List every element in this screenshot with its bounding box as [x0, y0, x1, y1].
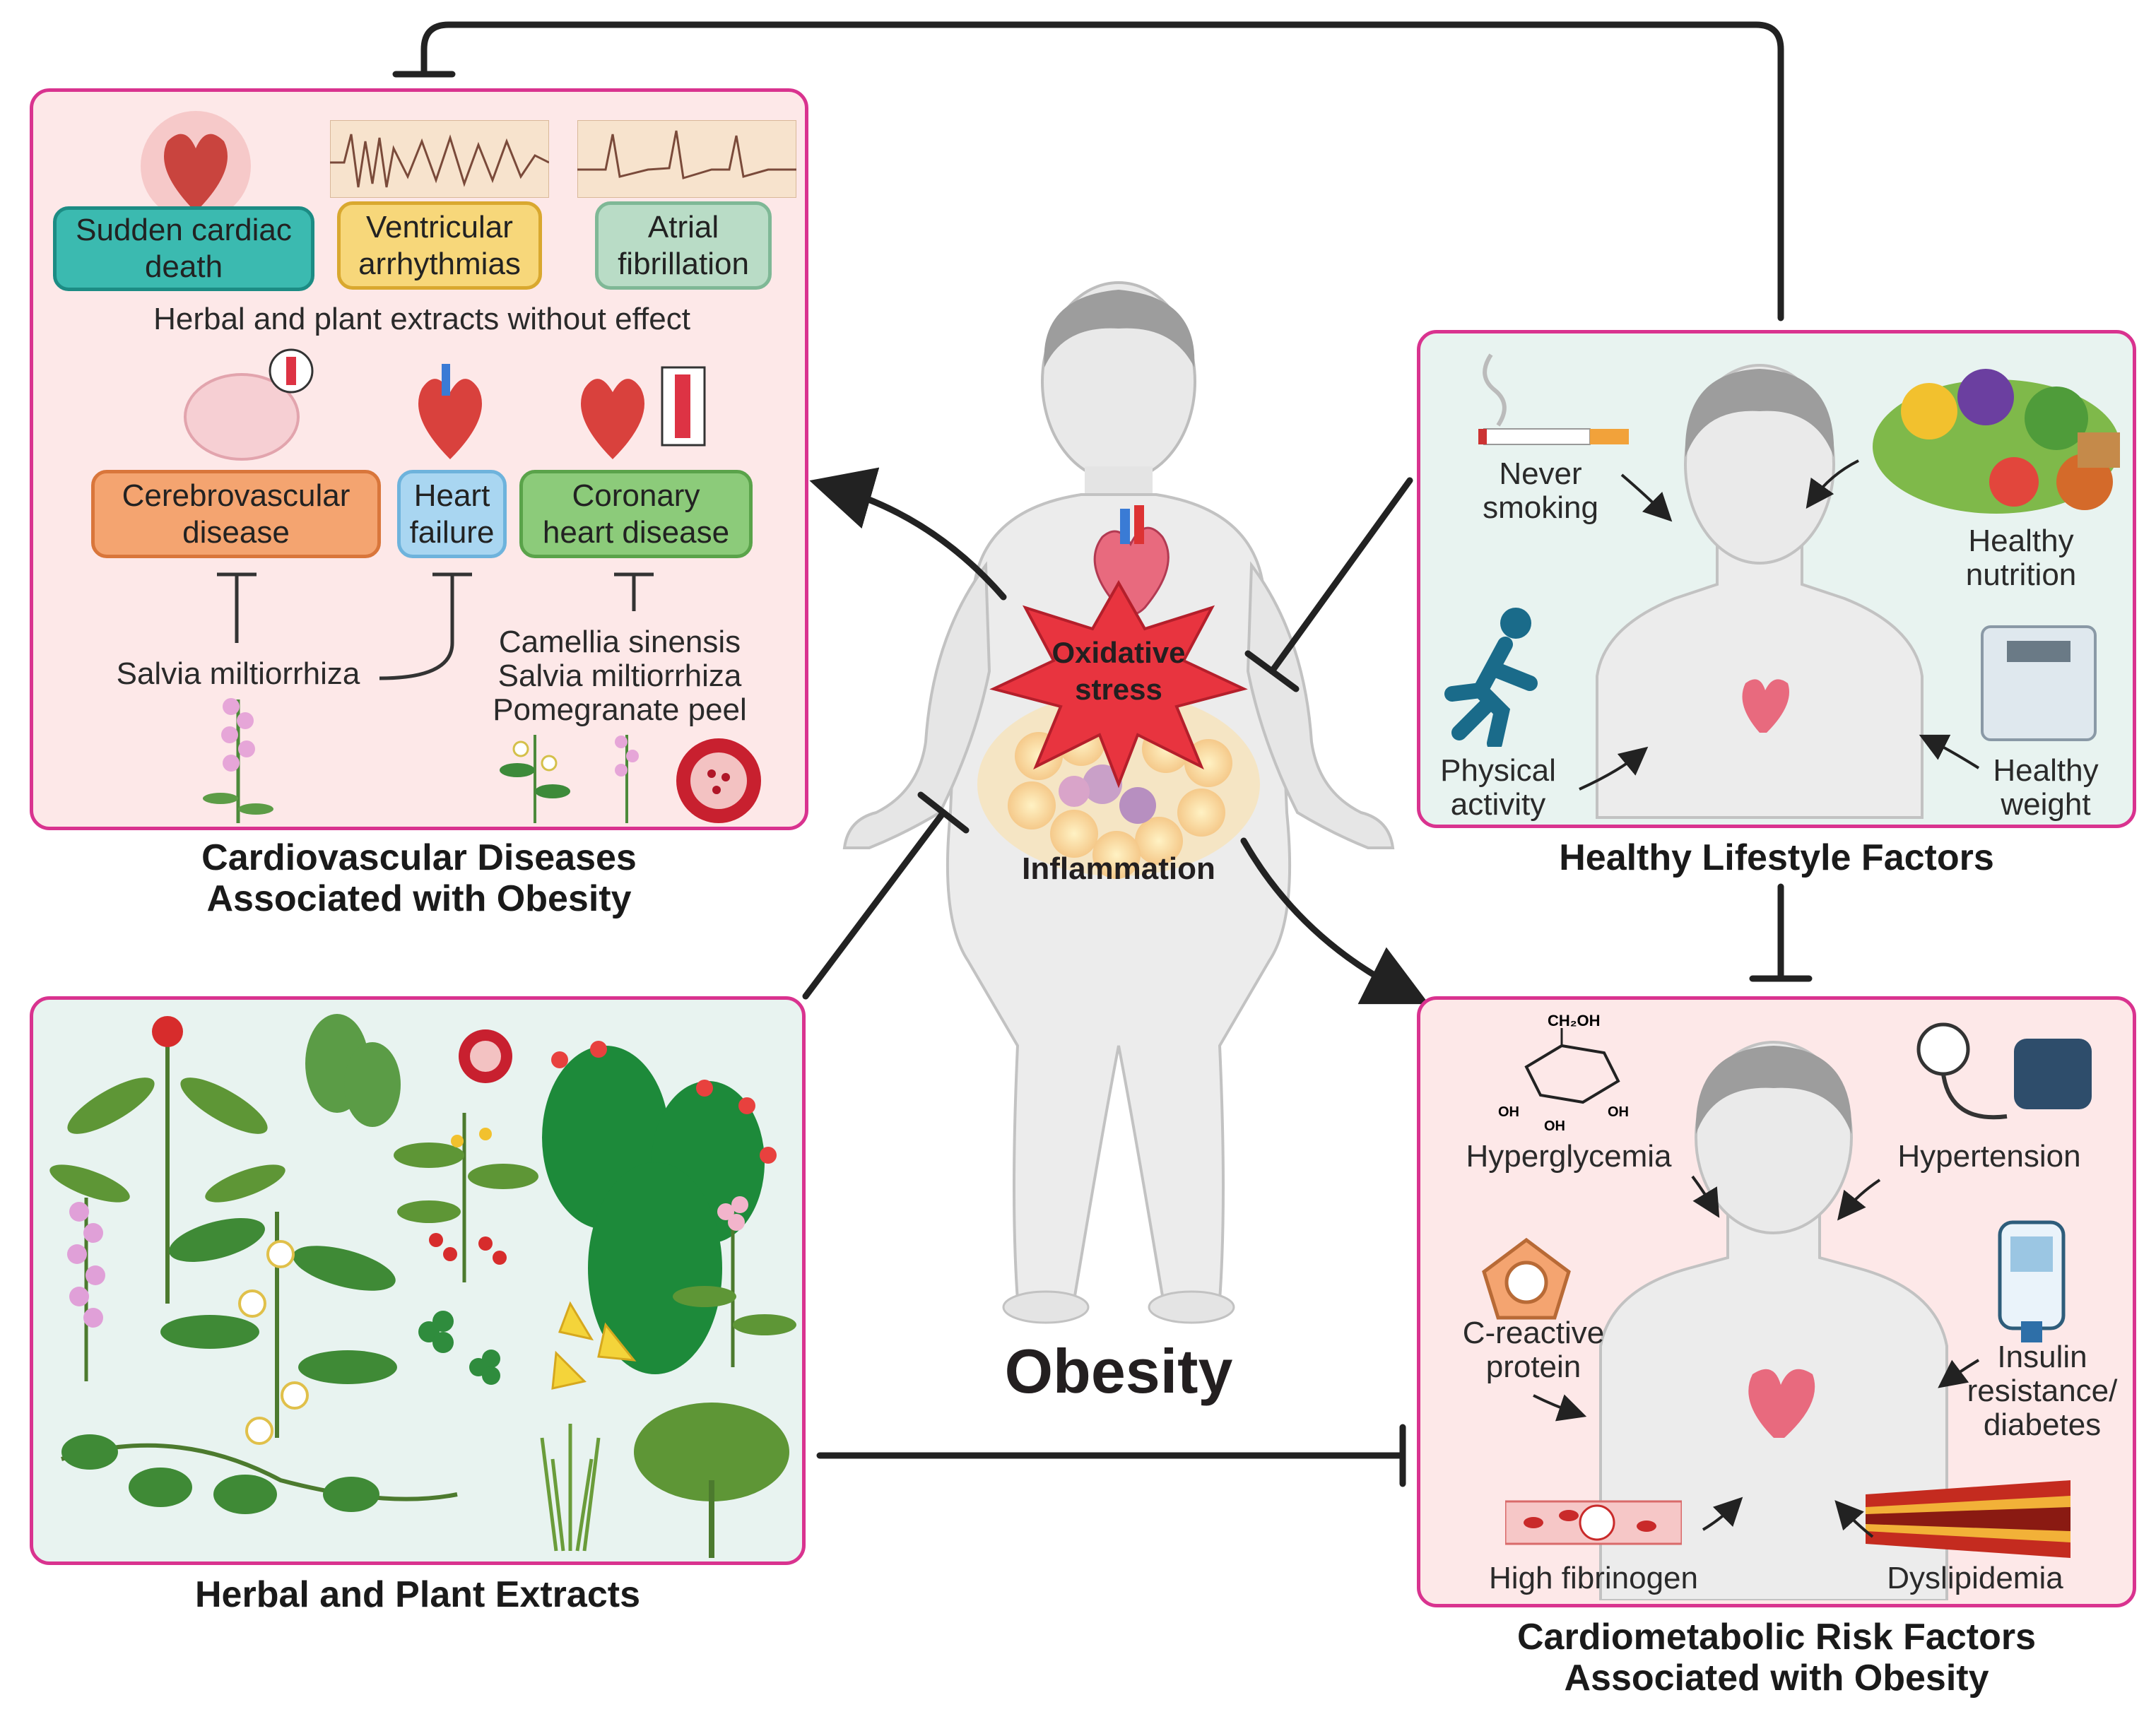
- lifestyle-panel: Never smoking Healthy nutrition Physical…: [1417, 330, 2136, 828]
- lily-icon: [551, 1301, 637, 1390]
- plants-illustration: [49, 1014, 796, 1558]
- ecg-atrial-icon: [577, 120, 796, 198]
- salvia-plant-icon-2: [615, 735, 639, 823]
- glucometer-icon: [1998, 1220, 2066, 1342]
- blood-pressure-cuff-icon: [1916, 1022, 2092, 1120]
- inhibit-line-herbal-to-center: [802, 809, 947, 1000]
- arrow-to-cvd: [809, 467, 1007, 601]
- pomegranate-icon: [676, 738, 761, 823]
- coronary-heart-icon: [581, 366, 706, 459]
- lifestyle-panel-title: Healthy Lifestyle Factors: [1559, 837, 1994, 878]
- glucose-molecule-icon: CH₂OH OH OH OH: [1498, 1012, 1629, 1134]
- box-heart-failure: Heart failure: [397, 470, 507, 558]
- glucose-label-oh-1: OH: [1498, 1104, 1519, 1120]
- lifestyle-small-arrows: [1579, 459, 1980, 791]
- glucose-label-ch2oh: CH₂OH: [1548, 1012, 1601, 1029]
- physical-activity-label: Physical activity: [1440, 753, 1556, 822]
- fibrinogen-vessel-icon: [1505, 1500, 1682, 1545]
- grass-icon: [540, 1424, 601, 1552]
- healthy-food-icon: [1873, 369, 2120, 514]
- ecg-ventricular-icon: [330, 120, 549, 198]
- crp-label: C-reactive protein: [1462, 1316, 1605, 1384]
- obese-body-figure: [842, 281, 1395, 1324]
- extract-salvia-left: Salvia miltiorrhiza: [116, 656, 360, 691]
- clover-icon: [418, 1311, 500, 1385]
- tea-plant-icon: [160, 1212, 397, 1445]
- heart-burst-icon: [141, 111, 251, 221]
- extracts-list-right: Camellia sinensis Salvia miltiorrhiza Po…: [493, 625, 747, 727]
- hypertension-label: Hypertension: [1897, 1139, 2081, 1174]
- no-effect-note: Herbal and plant extracts without effect: [153, 302, 690, 336]
- high-fibrinogen-label: High fibrinogen: [1489, 1561, 1698, 1595]
- herbal-panel-title: Herbal and Plant Extracts: [195, 1574, 640, 1615]
- insulin-label: Insulin resistance/ diabetes: [1967, 1340, 2118, 1442]
- connectors: [392, 21, 1813, 1487]
- herbal-panel: [30, 996, 806, 1565]
- oxidative-stress-label: Oxidative stress: [1052, 636, 1186, 706]
- inhibit-line-lifestyle-to-cvd: [420, 21, 1784, 321]
- dyslipidemia-label: Dyslipidemia: [1887, 1561, 2063, 1595]
- risk-small-arrows: [1533, 1175, 1980, 1538]
- box-atrial-fibrillation: Atrial fibrillation: [595, 201, 772, 290]
- salvia-plant-icon: [203, 698, 273, 823]
- glucose-label-oh-2: OH: [1544, 1118, 1565, 1134]
- bathroom-scale-icon: [1981, 625, 2097, 741]
- brain-icon: [184, 348, 314, 461]
- artery-plaque-icon: [1866, 1480, 2070, 1558]
- cigarette-icon: [1478, 353, 1629, 445]
- bitter-melon-vine-icon: [61, 1434, 458, 1514]
- inflammation-label: Inflammation: [1022, 851, 1215, 886]
- cvd-inhibit-lines: [217, 572, 654, 680]
- pink-flower-plant-icon: [673, 1196, 796, 1367]
- risk-panel-title: Cardiometabolic Risk Factors Associated …: [1517, 1617, 2036, 1699]
- box-cerebrovascular-disease: Cerebrovascular disease: [91, 470, 381, 558]
- tomato-plant-icon: [394, 1113, 538, 1282]
- man-figure-lifestyle: [1596, 364, 1924, 819]
- healthy-weight-label: Healthy weight: [1993, 753, 2099, 822]
- heart-failure-icon: [418, 364, 482, 459]
- succulent-icon: [305, 1014, 401, 1127]
- oxidative-stress-star: [989, 579, 1248, 789]
- cvd-panel-title: Cardiovascular Diseases Associated with …: [201, 837, 637, 919]
- inhibit-line-lifestyle-to-center: [1268, 477, 1413, 675]
- pomegranate-icon-2: [459, 1029, 512, 1083]
- obesity-title: Obesity: [1004, 1336, 1233, 1406]
- camellia-plant-icon: [500, 735, 570, 823]
- box-sudden-cardiac-death: Sudden cardiac death: [53, 206, 314, 291]
- arrow-to-risk: [1240, 837, 1430, 1005]
- risk-panel: CH₂OH OH OH OH Hyperglycemia Hypertensio…: [1417, 996, 2136, 1607]
- ginseng-plant-icon: [49, 1016, 285, 1304]
- crp-pentagon-icon: [1482, 1237, 1571, 1320]
- box-coronary-heart-disease: Coronary heart disease: [519, 470, 753, 558]
- glucose-label-oh-3: OH: [1608, 1104, 1629, 1120]
- salvia-plant-icon-3: [67, 1198, 105, 1381]
- box-ventricular-arrhythmias: Ventricular arrhythmias: [337, 201, 542, 290]
- hyperglycemia-label: Hyperglycemia: [1466, 1139, 1672, 1174]
- shrub-icon: [634, 1403, 789, 1558]
- never-smoking-label: Never smoking: [1483, 456, 1598, 525]
- cvd-panel: Sudden cardiac death Ventricular arrhyth…: [30, 88, 808, 830]
- healthy-nutrition-label: Healthy nutrition: [1965, 524, 2077, 592]
- running-person-icon: [1444, 608, 1538, 747]
